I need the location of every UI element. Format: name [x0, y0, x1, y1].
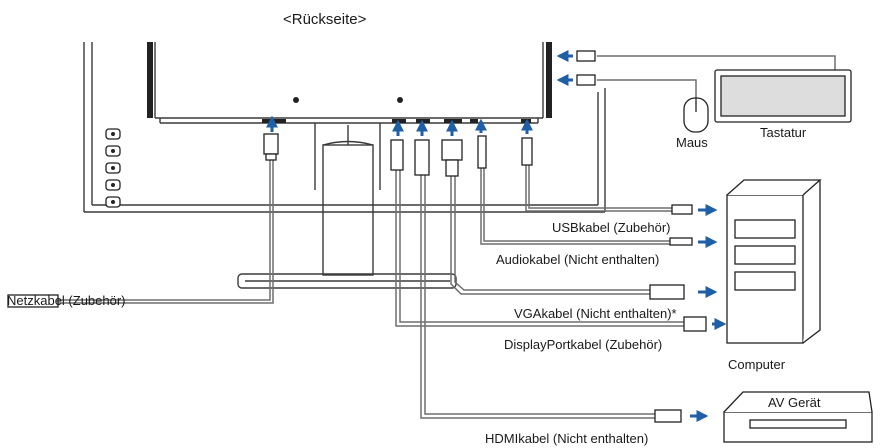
power-plug-icon	[7, 294, 59, 308]
side-vent-left	[147, 42, 153, 118]
computer-icon	[726, 179, 822, 344]
vga-plug-icon	[441, 139, 463, 161]
power-plug-icon	[263, 133, 279, 155]
hdmi-plug-icon	[654, 409, 682, 423]
av-device-label: AV Gerät	[768, 395, 821, 410]
arrow-up-icon	[266, 115, 533, 136]
monitor-stand	[237, 123, 457, 289]
monitor-back	[83, 42, 606, 213]
usb-cable-label: USBkabel (Zubehör)	[552, 220, 671, 235]
cables	[58, 55, 836, 419]
audio-cable-label: Audiokabel (Nicht enthalten)	[496, 252, 660, 267]
audio-plug-icon	[669, 237, 693, 246]
power-cable-label: Netzkabel (Zubehör)	[7, 293, 126, 308]
screw-hole	[397, 97, 403, 103]
displayport-plug-icon	[683, 316, 707, 332]
keyboard-icon	[714, 69, 852, 123]
usb-plug-icon	[521, 137, 533, 166]
computer-label: Computer	[728, 357, 786, 372]
diagram-title: <Rückseite>	[283, 11, 367, 28]
vga-plug-icon	[649, 284, 685, 300]
side-vent-right	[546, 42, 552, 118]
usb-plug-icon	[671, 204, 693, 215]
vga-cable-label: VGAkabel (Nicht enthalten)*	[514, 306, 677, 321]
arrow-left-icon	[556, 50, 573, 86]
mouse-label: Maus	[676, 135, 708, 150]
hdmi-plug-icon	[414, 139, 430, 176]
displayport-plug-icon	[390, 139, 404, 171]
hdmi-cable-label: HDMIkabel (Nicht enthalten)	[485, 431, 649, 446]
usb-plug-icon	[576, 50, 596, 86]
mouse-icon	[683, 97, 709, 133]
displayport-cable-label: DisplayPortkabel (Zubehör)	[504, 337, 663, 352]
plugs-device-side	[7, 204, 707, 423]
arrow-right-icon	[690, 204, 727, 422]
screw-hole	[293, 97, 299, 103]
audio-plug-icon	[477, 135, 487, 169]
plugs-monitor-side	[263, 133, 533, 177]
av-device-icon	[723, 391, 873, 443]
keyboard-label: Tastatur	[760, 125, 807, 140]
